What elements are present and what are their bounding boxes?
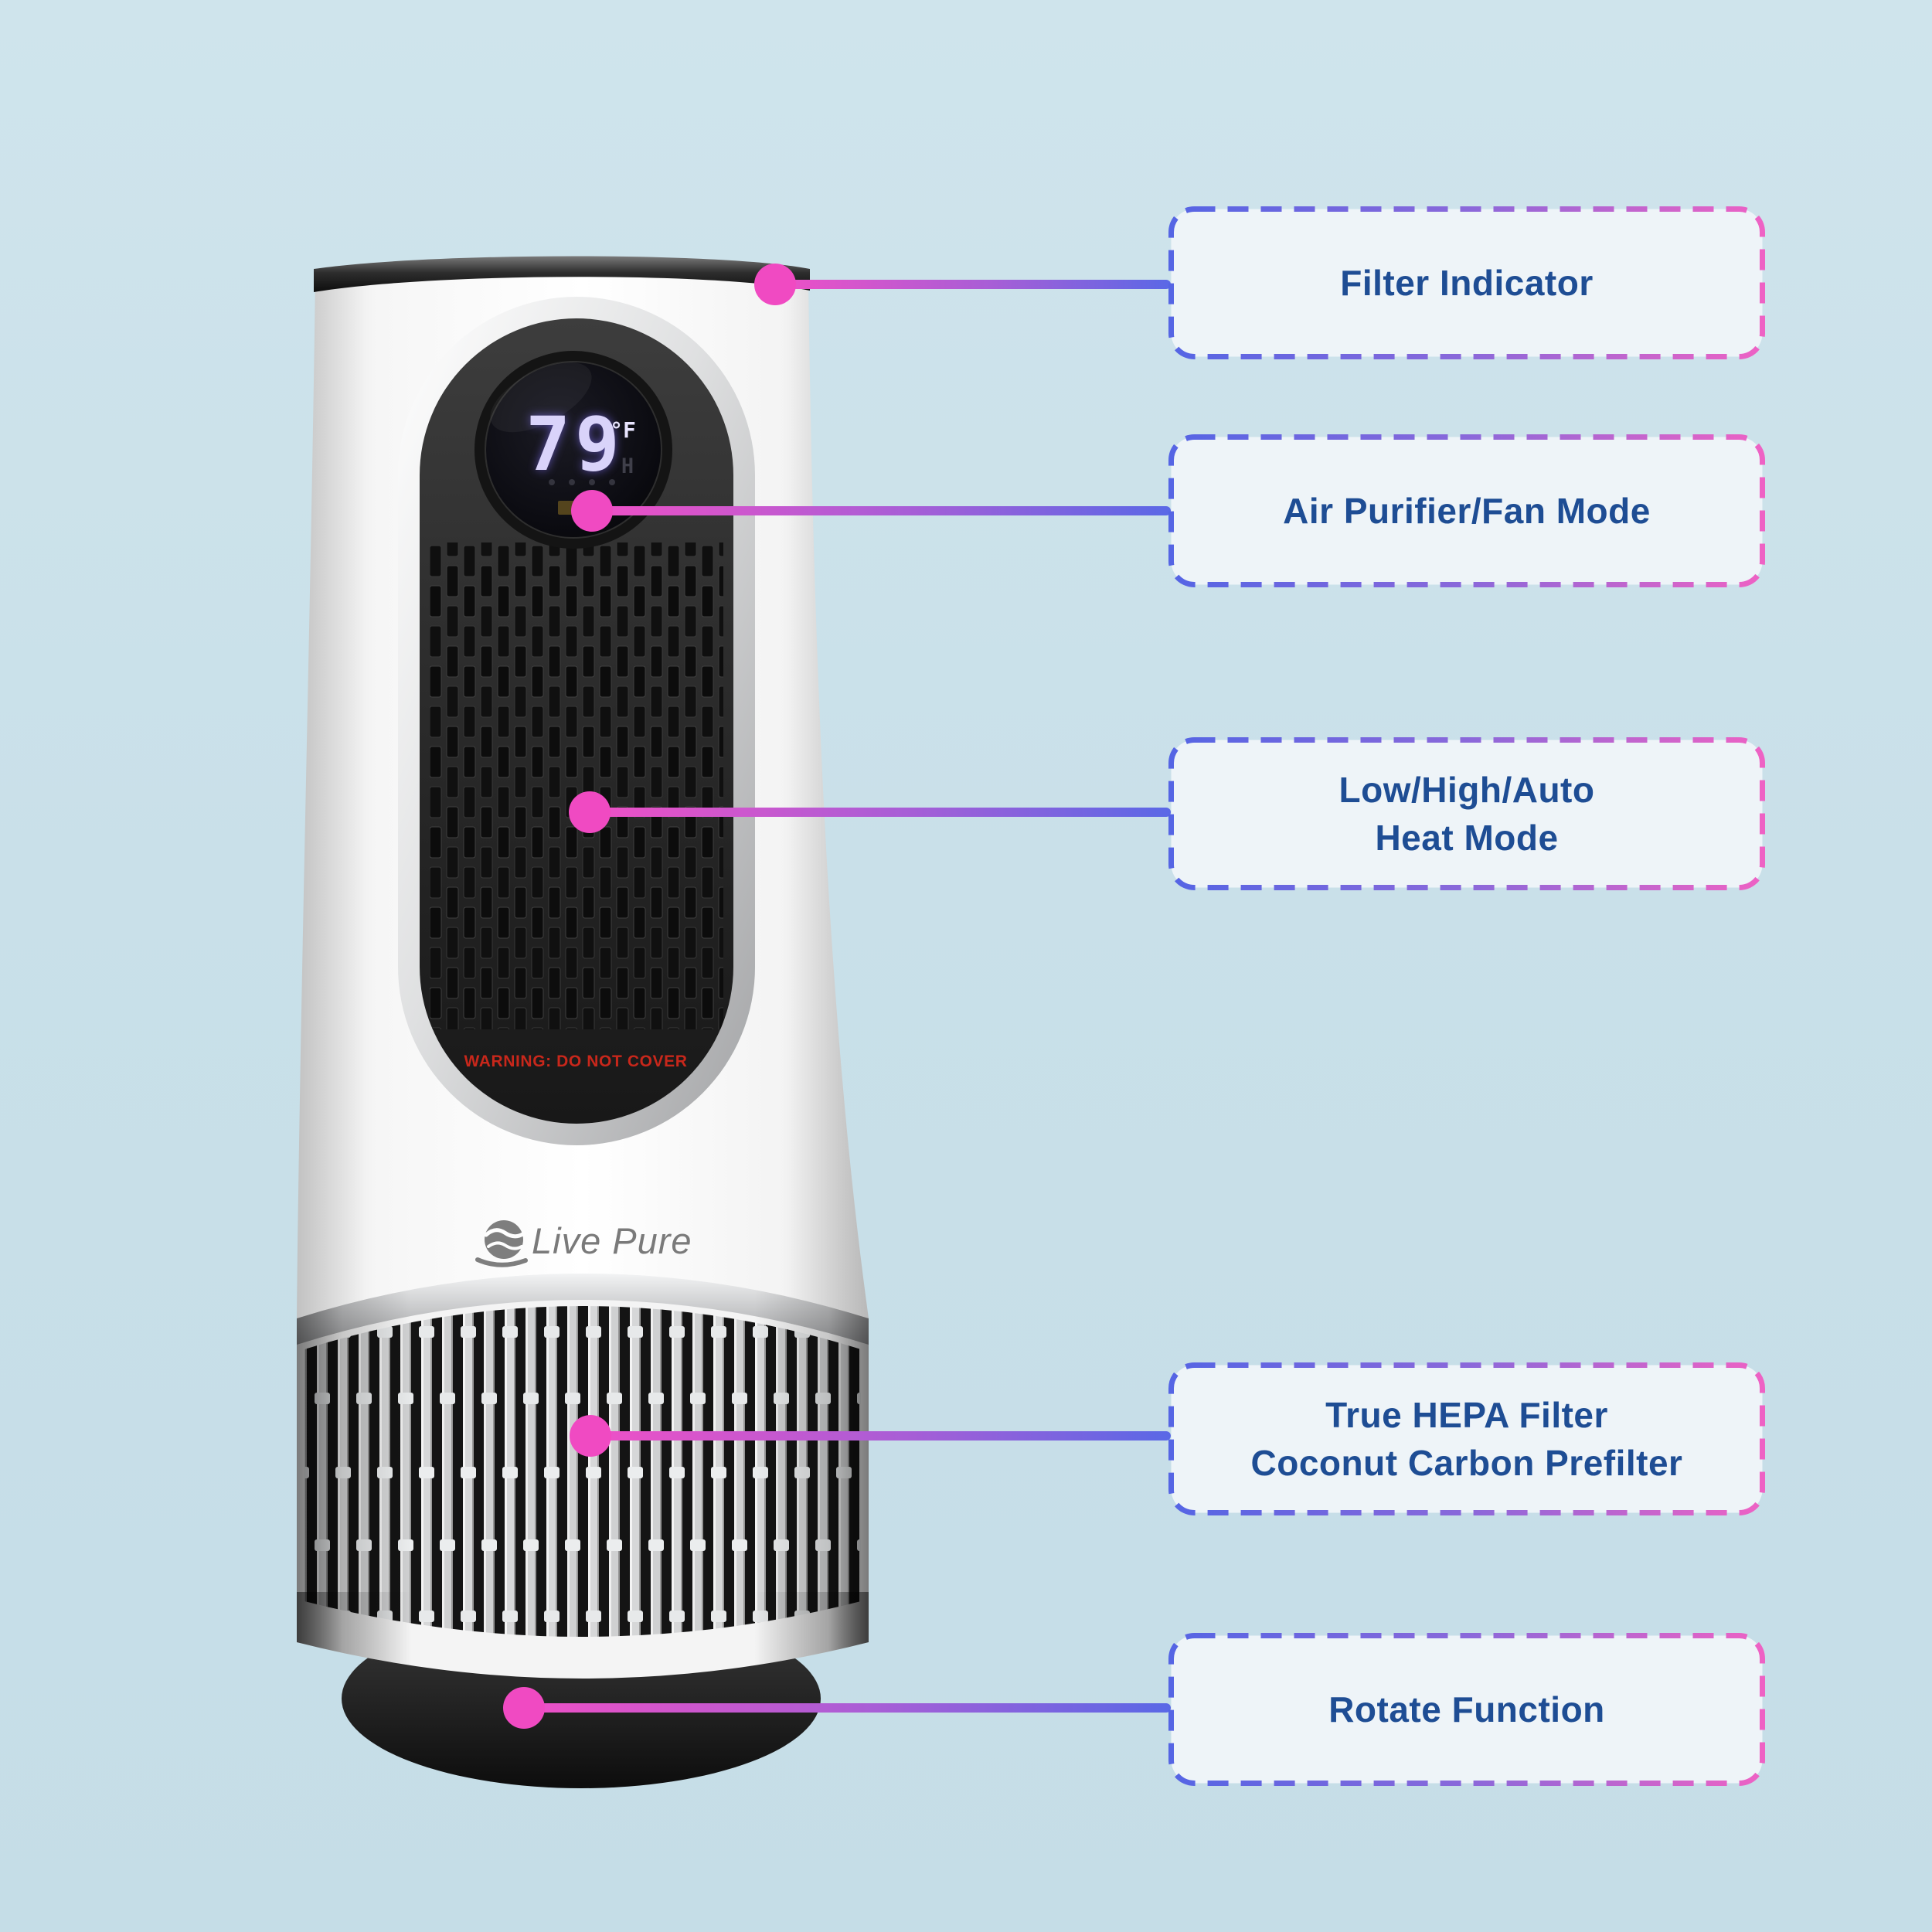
warning-label: WARNING: DO NOT COVER: [464, 1053, 687, 1070]
device-top-cap: [314, 256, 810, 292]
heater-panel: WARNING: DO NOT COVER: [398, 297, 755, 1145]
callout-border: [1168, 737, 1765, 890]
callout-box-hepa-filter: True HEPA Filter Coconut Carbon Prefilte…: [1168, 1362, 1766, 1516]
callout-label: Filter Indicator: [1340, 263, 1594, 303]
callout-border: [1168, 434, 1765, 587]
brand-name: Live Pure: [532, 1220, 692, 1261]
connector-line-filter-indicator: [775, 280, 1171, 289]
callout-label: Air Purifier/Fan Mode: [1283, 491, 1651, 531]
callout-box-heat-mode: Low/High/Auto Heat Mode: [1168, 736, 1766, 891]
connector-line-rotate-function: [524, 1703, 1171, 1713]
callout-box-air-purifier: Air Purifier/Fan Mode: [1168, 434, 1766, 588]
callout-border: [1168, 206, 1765, 359]
callout-label: Low/High/Auto: [1338, 770, 1595, 810]
callout-label: True HEPA Filter: [1325, 1395, 1608, 1435]
callout-label: Heat Mode: [1375, 818, 1559, 858]
callout-label: Rotate Function: [1328, 1689, 1605, 1730]
heater-grille: [430, 543, 723, 1029]
callout-dot-filter-indicator: [754, 264, 796, 305]
connector-line-air-purifier: [592, 506, 1171, 515]
display-heat-indicator: H: [621, 454, 634, 478]
device-display: 79 79 °F H: [474, 351, 672, 549]
brand-logo: Live Pure: [475, 1220, 692, 1267]
connector-line-heat-mode: [590, 808, 1171, 817]
callout-box-filter-indicator: Filter Indicator: [1168, 206, 1766, 360]
callout-dot-rotate-function: [503, 1687, 545, 1729]
callout-border: [1168, 1362, 1765, 1515]
display-unit: °F: [610, 417, 636, 443]
connector-line-hepa-filter: [590, 1431, 1171, 1440]
callout-label: Coconut Carbon Prefilter: [1250, 1443, 1683, 1483]
display-temperature-glow: 79: [526, 401, 624, 488]
display-temperature: 79: [526, 401, 624, 488]
callout-dot-heat-mode: [569, 791, 611, 833]
hepa-section: [297, 1274, 869, 1679]
callout-dot-hepa-filter: [570, 1415, 611, 1457]
display-status-dots: [549, 479, 615, 485]
callout-box-rotate-function: Rotate Function: [1168, 1632, 1766, 1787]
callout-dot-air-purifier: [571, 490, 613, 532]
brand-wave-icon: [485, 1220, 523, 1259]
callout-border: [1168, 1633, 1765, 1786]
